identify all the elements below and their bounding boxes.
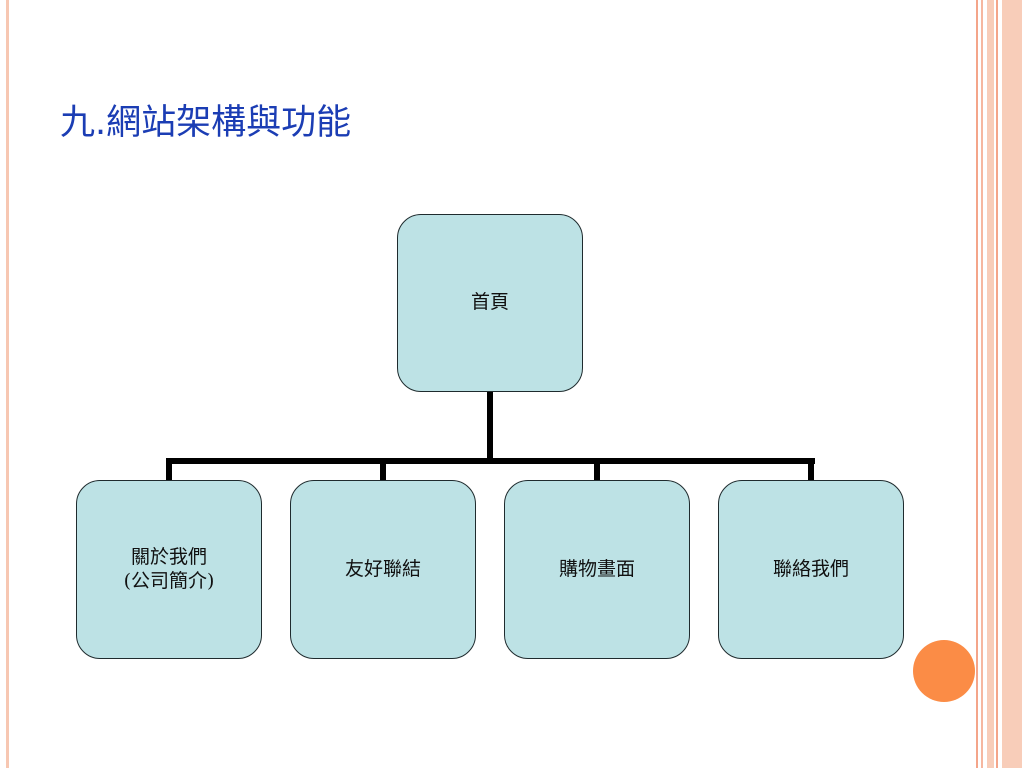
company-profile-label: (公司簡介) <box>123 569 215 592</box>
friendly-links-label: 友好聯結 <box>344 557 421 580</box>
slide-left-border <box>6 0 9 768</box>
connector-root-trunk <box>487 392 493 464</box>
homepage-label: 首頁 <box>470 291 509 314</box>
shopping-page-label: 購物畫面 <box>558 557 635 580</box>
decorative-stripe-3 <box>987 0 994 768</box>
connector-drop-contact <box>808 458 814 480</box>
slide-title: 九.網站架構與功能 <box>60 103 352 143</box>
about-us-node: 關於我們 (公司簡介) <box>76 480 262 659</box>
homepage-node: 首頁 <box>397 214 583 392</box>
decorative-stripe-1 <box>976 0 978 768</box>
about-us-label: 關於我們 <box>130 545 207 568</box>
about-us-label-group: 關於我們 (公司簡介) <box>124 546 215 594</box>
orange-accent-circle <box>913 640 975 702</box>
contact-us-node: 聯絡我們 <box>718 480 904 659</box>
decorative-stripe-5 <box>1002 0 1022 768</box>
connector-drop-shopping <box>594 458 600 480</box>
connector-horizontal-bar <box>166 458 815 464</box>
decorative-stripe-2 <box>981 0 983 768</box>
contact-us-label: 聯絡我們 <box>772 557 849 580</box>
connector-drop-links <box>380 458 386 480</box>
friendly-links-node: 友好聯結 <box>290 480 476 659</box>
connector-drop-about <box>166 458 172 480</box>
shopping-page-node: 購物畫面 <box>504 480 690 659</box>
decorative-stripe-4 <box>996 0 998 768</box>
